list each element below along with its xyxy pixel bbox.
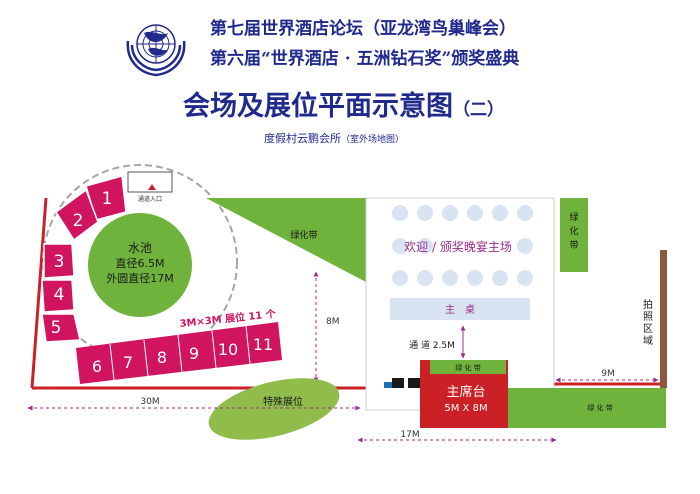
dim-8m: 8M (326, 317, 340, 327)
entrance-arrow-icon (148, 184, 156, 190)
booth-3-label: 3 (54, 252, 65, 272)
dim-17m: 17M (400, 430, 419, 440)
dim-9m: 9M (601, 369, 615, 379)
venue-note: （室外场地图） (341, 135, 405, 145)
entrance (127, 171, 173, 193)
booth-1-label: 1 (102, 189, 113, 209)
stage-green-label: 绿 化 带 (455, 363, 480, 372)
hall-label: 欢迎 / 颁奖晚宴主场 (404, 239, 512, 254)
green-belt-bottom (508, 388, 666, 428)
speaker-left (392, 378, 404, 388)
speaker-right (408, 378, 420, 388)
booth-7-label: 7 (123, 353, 133, 372)
dim-30m: 30M (140, 397, 159, 407)
stage-size: 5M X 8M (444, 403, 487, 414)
booth-row-dividers (109, 325, 251, 381)
booth-6-label: 6 (92, 357, 102, 376)
special-booth (208, 378, 340, 440)
green-belt-top-label: 绿化带 (290, 229, 317, 241)
stage-step-blue (384, 382, 394, 388)
venue-name: 度假村云鹏会所 (264, 132, 341, 145)
boundary-left (30, 197, 48, 389)
pool-outer-circle (42, 164, 238, 360)
stage-label: 主席台 (446, 384, 485, 400)
green-belt-right (560, 198, 588, 272)
banquet-tables (392, 205, 533, 286)
photo-label-2: 照 (643, 311, 653, 323)
booth-4[interactable] (41, 279, 75, 313)
booth-5[interactable] (41, 313, 81, 343)
green-belt-top (206, 198, 366, 282)
pool-outer: 外圆直径17M (106, 271, 174, 285)
green-belt-right-label-1: 绿 (569, 211, 578, 223)
un-emblem-icon (126, 24, 186, 77)
booth-3[interactable] (43, 243, 75, 279)
aisle-label: 通 道 2.5M (409, 339, 455, 351)
booth-9-label: 9 (189, 344, 199, 363)
photo-label-1: 拍 (643, 298, 653, 311)
green-belt-right-label-3: 带 (569, 240, 578, 251)
main-table (390, 298, 530, 320)
booth-10-label: 10 (218, 340, 238, 359)
pool-inner: 直径6.5M (116, 256, 165, 270)
photo-label-4: 域 (643, 334, 653, 347)
pool-name: 水池 (128, 241, 152, 255)
title-main: 会场及展位平面示意图 (183, 91, 453, 122)
booth-11-label: 11 (253, 335, 273, 354)
booth-row (76, 322, 282, 384)
booth-2-label: 2 (73, 211, 84, 231)
page-title: 会场及展位平面示意图（二） (183, 84, 504, 123)
photo-wall (660, 250, 667, 388)
booth-8-label: 8 (157, 348, 167, 367)
booth-4-label: 4 (54, 285, 65, 305)
header-line1: 第七届世界酒店论坛（亚龙湾鸟巢峰会） (210, 19, 516, 39)
booth-5-label: 5 (51, 318, 62, 338)
title-suffix: （二） (453, 100, 504, 120)
booth-2[interactable] (54, 188, 99, 242)
photo-label-3: 区 (643, 323, 653, 335)
green-belt-bottom-label: 绿 化 带 (587, 403, 612, 412)
entrance-label: 通道入口 (138, 195, 162, 203)
special-booth-label: 特殊展位 (263, 395, 303, 408)
header-line2: 第六届“世界酒店 · 五洲钻石奖”颁奖盛典 (210, 49, 520, 69)
pool (88, 213, 192, 317)
booths-left: 1 2 3 4 5 (41, 175, 127, 343)
green-belt-right-label-2: 化 (569, 225, 578, 237)
stage-green-belt (430, 360, 506, 374)
main-table-label: 主 桌 (445, 303, 475, 316)
venue-label: 度假村云鹏会所（室外场地图） (264, 130, 404, 146)
